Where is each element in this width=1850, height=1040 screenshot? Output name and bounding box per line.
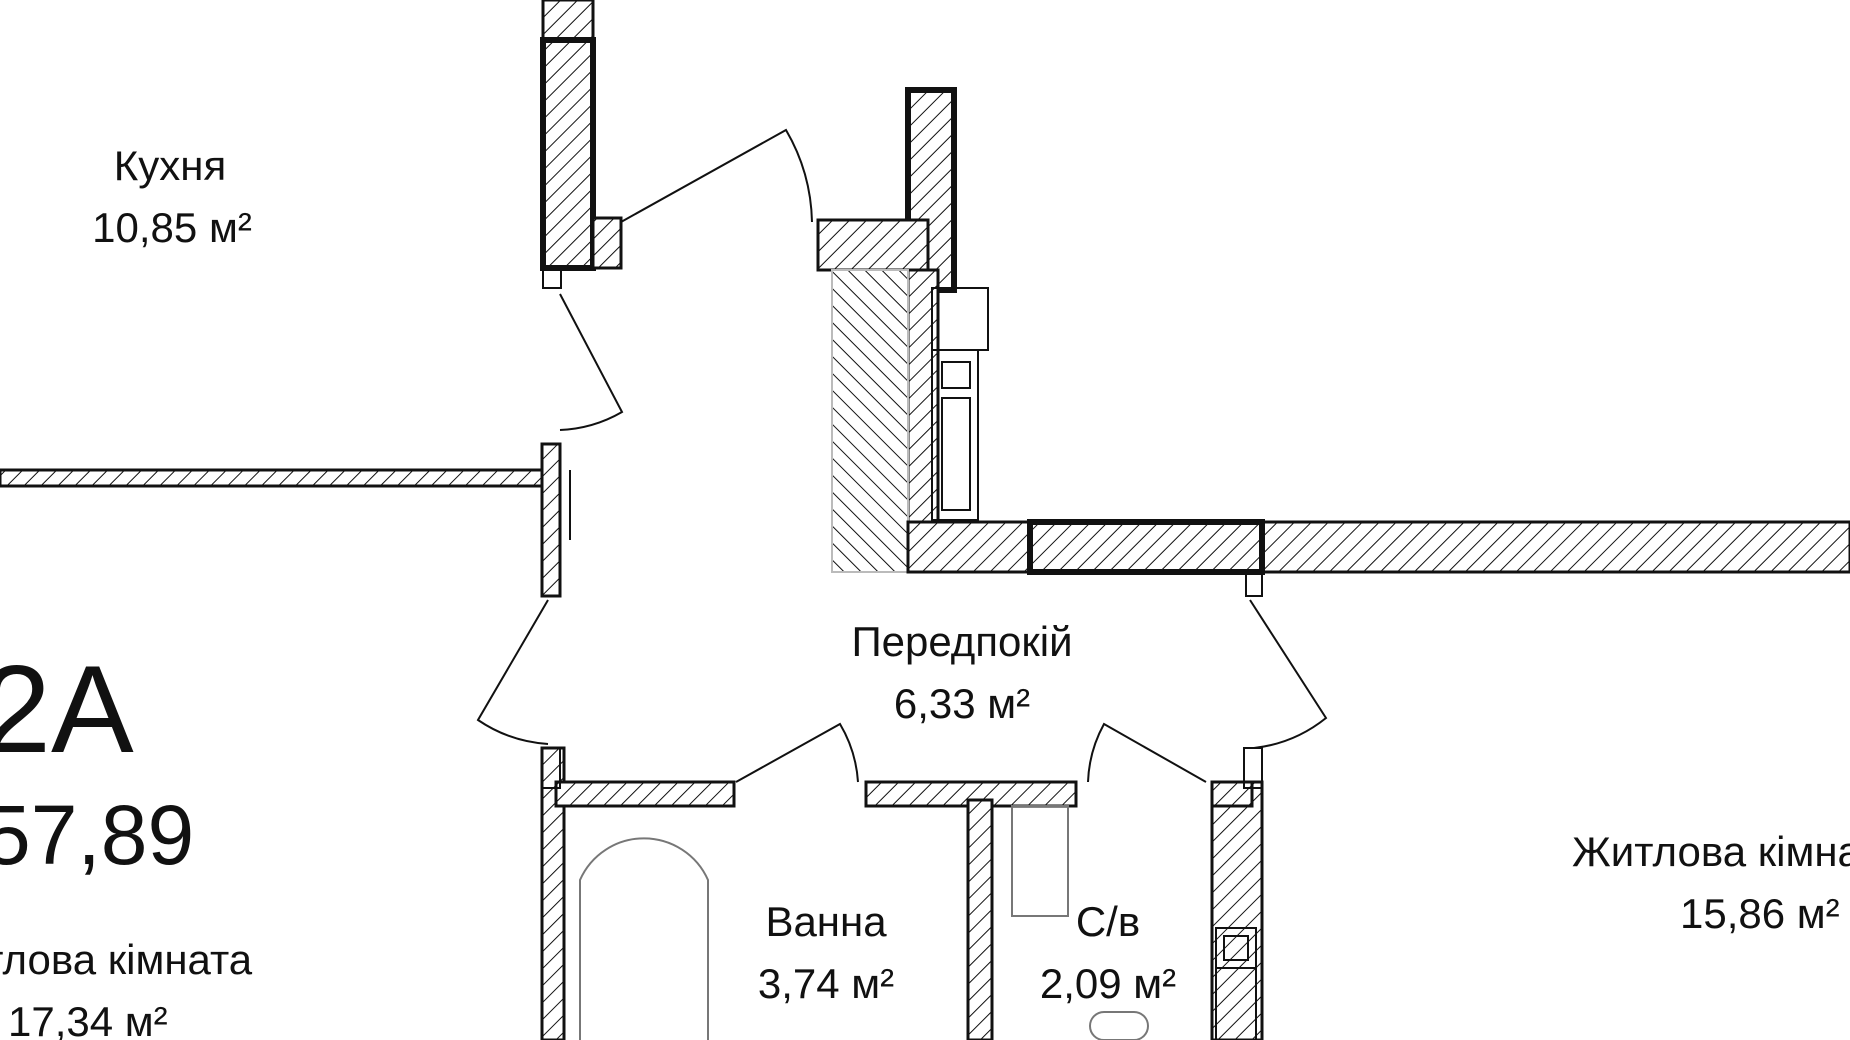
shaft-box-tall: [941, 397, 971, 511]
door-wc: [1087, 722, 1207, 783]
wall-center-stub: [816, 218, 930, 272]
wall-right-stub: [1245, 571, 1263, 597]
room-name-hallway: Передпокій: [851, 618, 1072, 665]
wall-kitchen-right-base: [542, 267, 562, 289]
room-name-kitchen: Кухня: [114, 142, 226, 189]
apartment-total-area: 57,89: [0, 788, 194, 882]
room-area-wc: 2,09 м²: [1040, 960, 1176, 1007]
apartment-type: 2А: [0, 641, 134, 779]
room-area-living-left: 17,34 м²: [8, 998, 168, 1040]
wc-shaft-inner: [1223, 935, 1249, 961]
wall-kitchen-right-stub: [591, 216, 623, 270]
wall-wc-right-stub: [1210, 780, 1254, 808]
wall-bath-wc-divider: [966, 798, 994, 1040]
door-right-room: [1249, 599, 1328, 749]
door-kitchen-lower: [559, 293, 624, 431]
door-bathroom: [735, 722, 859, 783]
room-name-bathroom: Ванна: [765, 898, 887, 945]
room-name-living-left: Житлова кімната: [0, 936, 253, 983]
door-left-room: [476, 599, 549, 745]
wardrobe: [831, 269, 909, 573]
shaft-box-inner: [931, 349, 979, 521]
room-area-bathroom: 3,74 м²: [758, 960, 894, 1007]
wall-bath-left-top: [541, 747, 561, 789]
wall-kitchen-right-upper: [541, 0, 595, 42]
wall-kitchen-right: [540, 37, 596, 271]
room-area-living-right: 15,86 м²: [1680, 890, 1840, 937]
room-area-hallway: 6,33 м²: [894, 680, 1030, 727]
wall-wc-right-post: [1243, 747, 1263, 789]
room-name-living-right: Житлова кімната: [1572, 828, 1850, 875]
window-right: [1027, 519, 1265, 575]
shaft-box-outer: [931, 287, 989, 351]
room-name-wc: С/в: [1076, 898, 1140, 945]
wall-wc-right: [1210, 780, 1264, 1040]
wall-bath-top: [554, 780, 736, 808]
shaft-box-small: [941, 361, 971, 389]
wc-shaft-lower: [1215, 967, 1257, 1040]
door-kitchen-top: [620, 128, 813, 223]
wall-thin-partition: [0, 468, 547, 488]
bathtub: [579, 837, 709, 1040]
wc-sink: [1011, 805, 1069, 917]
wc-toilet: [1089, 1011, 1149, 1040]
wall-partition-post: [540, 442, 562, 598]
room-area-kitchen: 10,85 м²: [92, 204, 252, 251]
